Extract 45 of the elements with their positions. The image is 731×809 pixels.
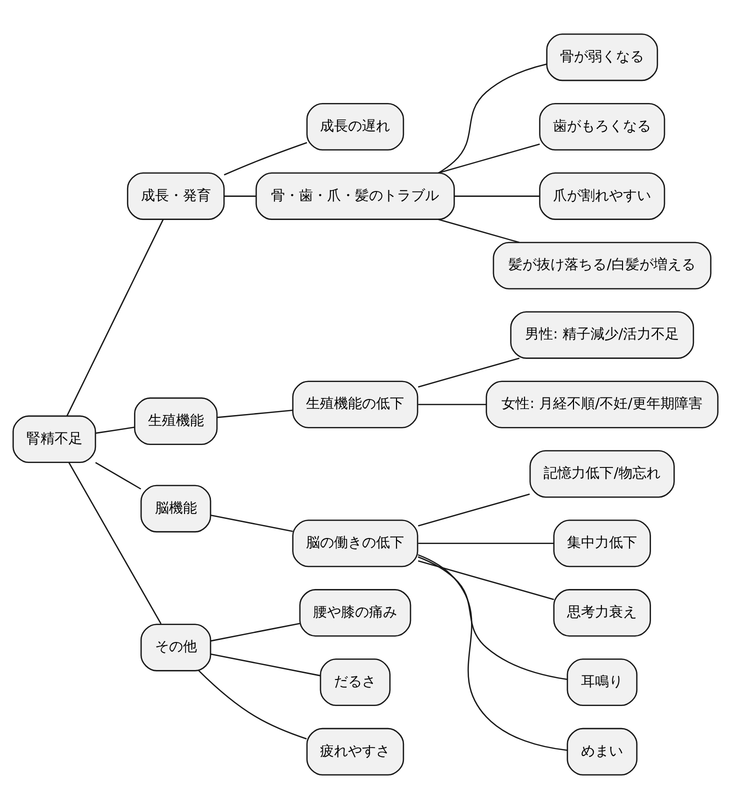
node-box: 生殖機能 bbox=[134, 397, 218, 445]
connector bbox=[224, 142, 308, 176]
node-box: 腰や膝の痛み bbox=[299, 589, 412, 637]
node-box: 腎精不足 bbox=[12, 415, 96, 464]
node-box: 成長・発育 bbox=[126, 172, 225, 220]
node-box: 脳機能 bbox=[140, 484, 212, 532]
connector bbox=[418, 556, 568, 680]
node-box: 耳鳴り bbox=[566, 658, 638, 706]
node-box: 骨・歯・爪・髪のトラブル bbox=[256, 172, 455, 220]
node-box: 生殖機能の低下 bbox=[292, 380, 418, 428]
connector bbox=[418, 554, 568, 751]
node-box: 骨が弱くなる bbox=[546, 34, 658, 82]
connector bbox=[438, 143, 540, 174]
connector bbox=[95, 462, 142, 490]
connector bbox=[210, 654, 320, 676]
node-box: その他 bbox=[140, 624, 212, 672]
node-box: 脳の働きの低下 bbox=[292, 520, 418, 568]
node-box: 男性: 精子減少/活力不足 bbox=[510, 311, 694, 359]
connector bbox=[454, 196, 540, 197]
node-box: めまい bbox=[566, 728, 638, 776]
node-box: 歯がもろくなる bbox=[539, 102, 666, 151]
connector bbox=[418, 560, 554, 600]
connector bbox=[210, 622, 300, 642]
connector bbox=[66, 219, 164, 416]
node-box: だるさ bbox=[320, 658, 391, 706]
node-box: 女性: 月経不順/不妊/更年期障害 bbox=[486, 380, 718, 428]
node-box: 思考力衰え bbox=[553, 589, 651, 637]
connector bbox=[224, 196, 256, 197]
connector bbox=[418, 542, 554, 544]
connector bbox=[418, 358, 520, 388]
connector bbox=[198, 670, 307, 740]
node-box: 爪が割れやすい bbox=[539, 172, 666, 220]
node-box: 髪が抜け落ちる/白髪が増える bbox=[492, 242, 712, 290]
connector bbox=[210, 514, 293, 532]
node-box: 成長の遅れ bbox=[306, 102, 404, 151]
connector bbox=[438, 63, 547, 174]
connector bbox=[95, 426, 135, 434]
node-box: 疲れやすさ bbox=[306, 728, 404, 776]
connector bbox=[418, 404, 486, 406]
node-box: 集中力低下 bbox=[553, 520, 651, 568]
connector bbox=[68, 462, 162, 624]
connector bbox=[217, 410, 293, 418]
node-box: 記憶力低下/物忘れ bbox=[529, 450, 675, 498]
connector bbox=[418, 494, 530, 526]
connector bbox=[438, 218, 520, 244]
